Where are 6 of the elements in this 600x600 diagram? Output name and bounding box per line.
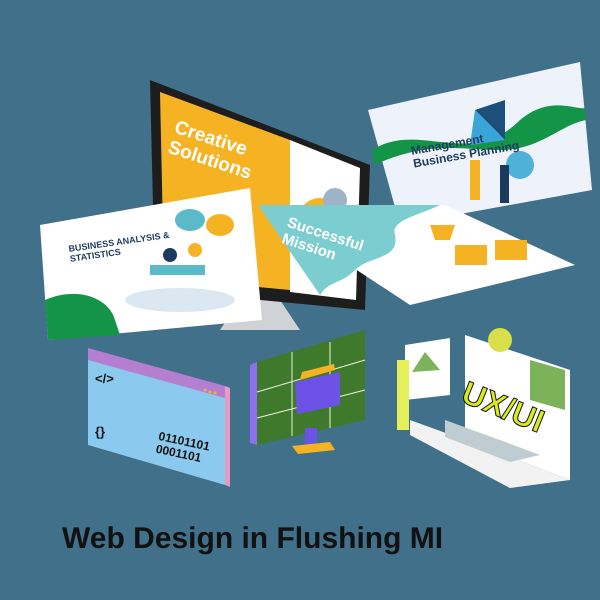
card-headline: BUSINESS ANALYSIS & STATISTICS — [68, 228, 172, 265]
code-tag-symbol: </> — [95, 372, 115, 386]
curly-braces-symbol: {} — [95, 425, 106, 440]
page-title: Web Design in Flushing MI — [62, 522, 444, 556]
binary-code-text: 01101101 0001101 — [154, 430, 212, 468]
ux-ui-lettering: UX/UI — [456, 375, 550, 442]
